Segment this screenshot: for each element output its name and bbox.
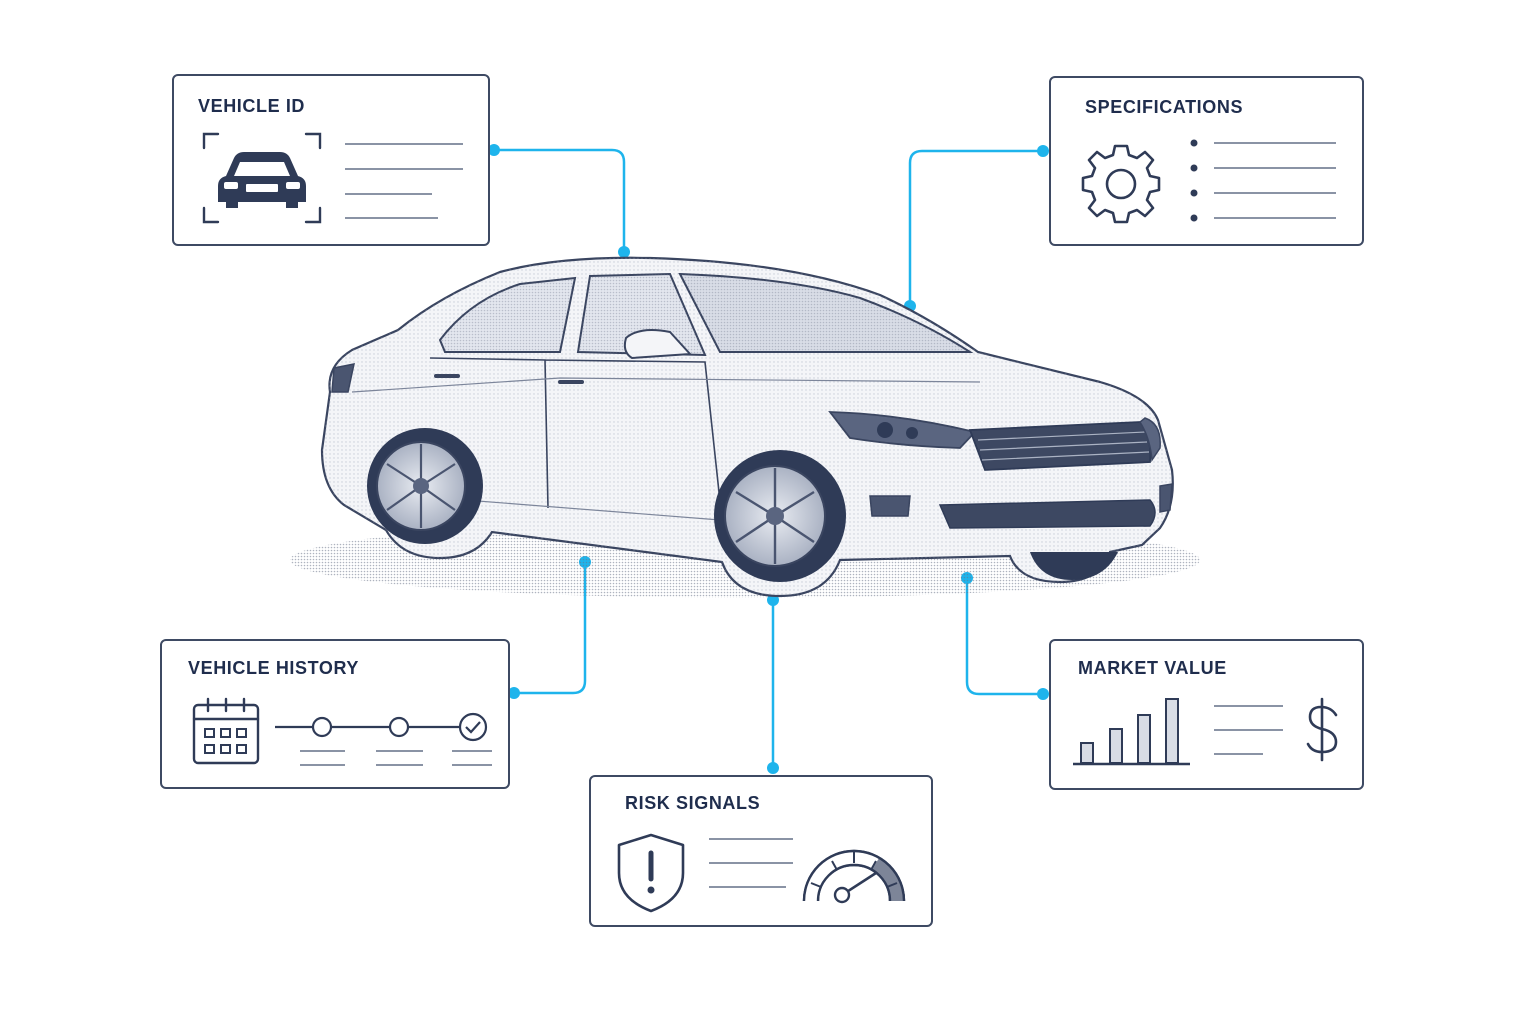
speedometer-icon	[802, 849, 906, 904]
car-tail-light	[331, 363, 355, 393]
car-scan-icon	[202, 132, 463, 224]
gear-icon	[1081, 139, 1336, 224]
car-mirror	[623, 329, 693, 360]
connector-dot	[1037, 688, 1049, 700]
connector-dot	[1037, 145, 1049, 157]
connector-dot	[767, 762, 779, 774]
vehicle-history-card[interactable]: VEHICLE HISTORY	[160, 639, 510, 789]
calendar-icon	[192, 697, 492, 766]
dollar-icon	[1306, 697, 1338, 762]
history-timeline	[275, 712, 488, 742]
risk-signals-card[interactable]: RISK SIGNALS	[589, 775, 933, 927]
bar-chart-icon	[1073, 697, 1338, 766]
car-rear-wheel	[367, 428, 483, 544]
car-far-wheel	[1030, 552, 1118, 580]
connector-vehicle-history	[514, 562, 587, 695]
market-value-title: MARKET VALUE	[1078, 658, 1227, 678]
connector-dot	[508, 687, 520, 699]
connector-dot	[618, 246, 630, 258]
risk-signals-title: RISK SIGNALS	[625, 793, 761, 813]
connector-market-value	[965, 578, 1043, 696]
specifications-card[interactable]: SPECIFICATIONS	[1049, 76, 1364, 246]
connector-vehicle-id	[494, 148, 626, 252]
market-value-card[interactable]: MARKET VALUE	[1049, 639, 1364, 790]
vehicle-history-title: VEHICLE HISTORY	[188, 658, 360, 678]
car-front-wheel	[714, 450, 846, 582]
shield-alert-icon	[617, 833, 906, 913]
connector-dot	[488, 144, 500, 156]
connector-specifications	[908, 149, 1043, 306]
vehicle-id-card[interactable]: VEHICLE ID	[172, 74, 490, 246]
specifications-title: SPECIFICATIONS	[1085, 97, 1244, 117]
vehicle-id-title: VEHICLE ID	[198, 96, 306, 116]
